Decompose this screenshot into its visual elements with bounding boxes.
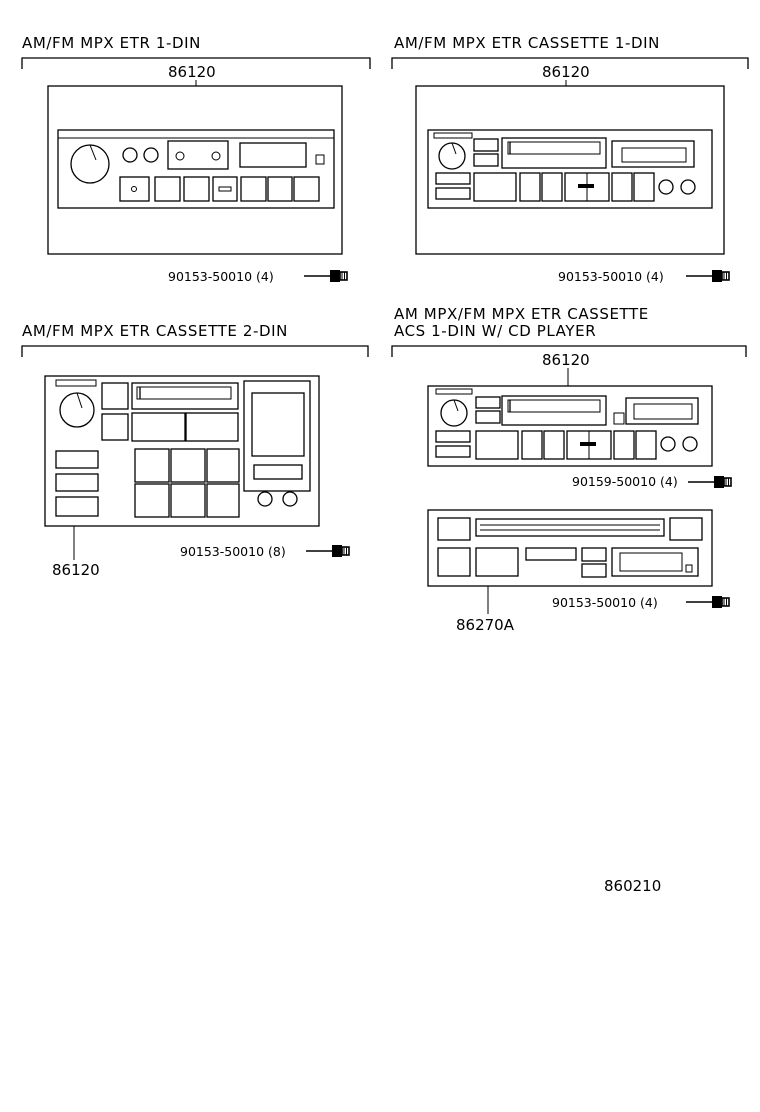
screw-icon: [685, 595, 730, 609]
section-title: AM/FM MPX ETR 1-DIN: [22, 34, 201, 52]
section-cassette-cd-1din: AM MPX/FM MPX ETR CASSETTE ACS 1-DIN W/ …: [391, 305, 747, 634]
cd-player-unit-illustration: [427, 509, 713, 587]
screw-part-label: 90159-50010 (4): [572, 474, 678, 489]
part-number-label: 86120: [542, 351, 590, 369]
screw-part-label: 90153-50010 (8): [180, 544, 286, 559]
radio-unit-illustration: [47, 85, 343, 255]
screw-icon: [305, 544, 350, 558]
section-title: AM/FM MPX ETR CASSETTE 1-DIN: [394, 34, 660, 52]
screw-part-label: 90153-50010 (4): [558, 269, 664, 284]
screw-icon: [303, 269, 348, 283]
part-number-label: 86120: [168, 63, 216, 81]
section-am-fm-cassette-1din: AM/FM MPX ETR CASSETTE 1-DIN 86120: [391, 34, 749, 284]
screw-part-label: 90153-50010 (4): [168, 269, 274, 284]
part-number-label: 86120: [52, 561, 100, 579]
screw-icon: [685, 269, 730, 283]
section-title: AM/FM MPX ETR CASSETTE 2-DIN: [22, 322, 288, 340]
section-bracket: [391, 57, 749, 69]
cd-screw-part-label: 90153-50010 (4): [552, 595, 658, 610]
part-number-label: 86120: [542, 63, 590, 81]
section-title-line-1: AM MPX/FM MPX ETR CASSETTE: [394, 305, 649, 323]
figure-code: 860210: [604, 877, 661, 895]
section-bracket: [21, 345, 369, 357]
section-bracket: [391, 345, 747, 357]
cassette-radio-unit-illustration: [415, 85, 725, 255]
section-am-fm-cassette-2din: AM/FM MPX ETR CASSETTE 2-DIN: [21, 322, 369, 579]
double-din-unit-illustration: [44, 375, 320, 527]
cassette-unit-illustration: [427, 385, 713, 467]
section-bracket: [21, 57, 371, 69]
section-title-line-2: ACS 1-DIN W/ CD PLAYER: [394, 322, 596, 340]
cd-part-number-label: 86270A: [456, 616, 515, 634]
screw-icon: [687, 475, 732, 489]
section-am-fm-1din: AM/FM MPX ETR 1-DIN 86120: [21, 34, 371, 284]
